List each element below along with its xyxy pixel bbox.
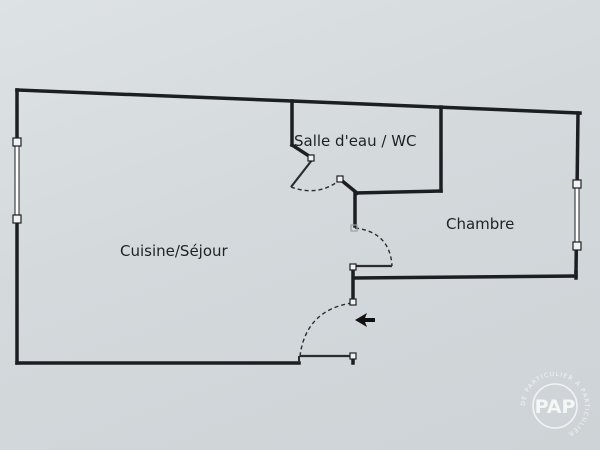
marker-bedroom-top: [350, 224, 358, 232]
walls: [15, 88, 582, 365]
window-right-top-marker: [572, 179, 582, 189]
label-chambre: Chambre: [446, 215, 514, 233]
entrance-door-arc: [299, 302, 353, 357]
marker-bath-diag: [307, 154, 315, 162]
bathroom-door-arc: [290, 179, 341, 192]
marker-entrance-top: [349, 298, 357, 306]
label-salle-eau-wc: Salle d'eau / WC: [294, 132, 417, 150]
bedroom-south-wall: [352, 274, 578, 280]
watermark-logo-text: PAP: [535, 396, 576, 418]
entrance-arrow-icon: [355, 313, 375, 327]
marker-bedroom-door: [349, 263, 357, 271]
marker-entrance-bottom: [349, 352, 357, 360]
windows: [12, 137, 582, 251]
wall-markers: [307, 154, 358, 360]
marker-bath-bottom: [336, 175, 344, 183]
bathroom-door-leaf: [290, 159, 313, 188]
bathroom-wall-bottom: [355, 189, 443, 195]
window-left-top-marker: [12, 137, 22, 147]
label-cuisine-sejour: Cuisine/Séjour: [120, 242, 229, 260]
outer-wall-top: [15, 88, 582, 115]
window-right-bottom-marker: [572, 241, 582, 251]
window-left-bottom-marker: [12, 214, 22, 224]
door-swings: [290, 159, 393, 363]
pap-watermark-logo: DE PARTICULIER À PARTICULIER PAP: [520, 371, 589, 438]
bedroom-door-arc: [354, 227, 393, 267]
bathroom-wall-bottom-diag: [338, 177, 360, 196]
